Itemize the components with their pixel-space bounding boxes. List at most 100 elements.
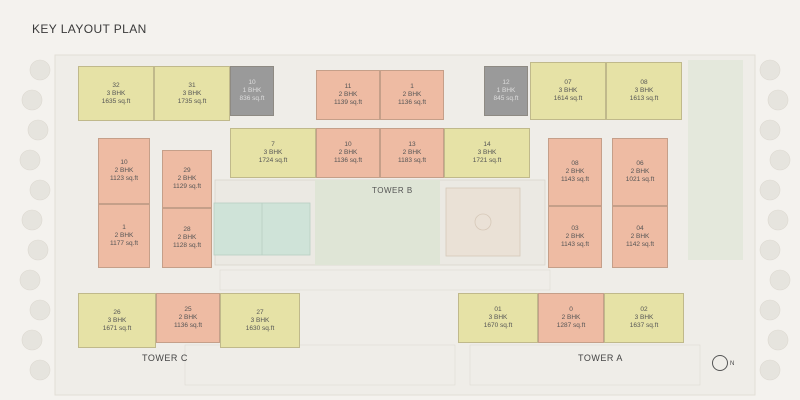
unit-type: 2 BHK xyxy=(114,232,134,239)
unit-type: 2 BHK xyxy=(630,233,650,240)
unit-area: 1136 sq.ft xyxy=(173,322,203,329)
unit-id: 04 xyxy=(636,225,644,232)
unit-area: 1637 sq.ft xyxy=(629,322,659,329)
unit-id: 32 xyxy=(112,81,120,89)
central-garden xyxy=(315,180,440,265)
compass-north-label: N xyxy=(730,361,735,367)
plan-title: KEY LAYOUT PLAN xyxy=(32,22,147,36)
unit-id: 31 xyxy=(188,81,196,89)
unit-area: 1183 sq.ft xyxy=(397,157,427,164)
unit-type: 2 BHK xyxy=(630,168,650,175)
unit-id: 10 xyxy=(344,141,352,148)
unit-id: 02 xyxy=(640,306,648,313)
unit-type: 3 BHK xyxy=(263,149,283,156)
unit-type: 3 BHK xyxy=(182,89,202,97)
unit-id: 7 xyxy=(271,141,275,148)
unit-id: 14 xyxy=(483,141,491,148)
unit-area: 1177 sq.ft xyxy=(109,240,139,247)
unit-area: 1136 sq.ft xyxy=(333,157,363,164)
unit-id: 03 xyxy=(571,225,579,232)
unit-id: 10 xyxy=(248,79,256,86)
unit-id: 11 xyxy=(344,83,352,90)
unit-type: 3 BHK xyxy=(106,89,126,97)
unit-id: 13 xyxy=(408,141,416,148)
unit-id: 08 xyxy=(571,160,579,167)
unit-area: 1136 sq.ft xyxy=(397,99,427,106)
unit-type: 2 BHK xyxy=(178,314,198,321)
landscape-strip xyxy=(688,60,743,260)
unit-type: 2 BHK xyxy=(561,314,581,321)
tower-b-label: TOWER B xyxy=(372,186,413,195)
tower-a-label: TOWER A xyxy=(578,353,623,363)
unit-type: 1 BHK xyxy=(242,87,262,94)
unit-area: 1613 sq.ft xyxy=(629,95,659,102)
unit-id: 08 xyxy=(640,79,648,86)
unit-type: 2 BHK xyxy=(338,149,358,156)
tower-c-label: TOWER C xyxy=(142,353,188,363)
unit-type: 3 BHK xyxy=(250,316,270,324)
parking-rows xyxy=(184,269,701,386)
unit-id: 12 xyxy=(502,79,510,86)
unit-id: 29 xyxy=(183,167,191,174)
unit-area: 1735 sq.ft xyxy=(177,97,207,105)
unit-type: 3 BHK xyxy=(634,314,654,321)
unit-type: 3 BHK xyxy=(477,149,497,156)
unit-id: 28 xyxy=(183,226,191,233)
unit-id: 25 xyxy=(184,306,192,313)
unit-id: 26 xyxy=(113,308,121,316)
unit-type: 2 BHK xyxy=(177,175,197,182)
tree-markers xyxy=(19,59,791,381)
unit-id: 10 xyxy=(120,159,128,166)
unit-type: 3 BHK xyxy=(634,87,654,94)
unit-area: 1724 sq.ft xyxy=(258,157,288,164)
unit-type: 2 BHK xyxy=(114,167,134,174)
unit-area: 836 sq.ft xyxy=(239,95,265,102)
unit-id: 01 xyxy=(494,306,502,313)
unit-type: 2 BHK xyxy=(565,233,585,240)
unit-area: 1635 sq.ft xyxy=(101,97,131,105)
unit-area: 845 sq.ft xyxy=(493,95,519,102)
unit-type: 2 BHK xyxy=(402,91,422,98)
unit-type: 3 BHK xyxy=(488,314,508,321)
unit-type: 1 BHK xyxy=(496,87,516,94)
unit-area: 1614 sq.ft xyxy=(553,95,583,102)
unit-area: 1021 sq.ft xyxy=(625,176,655,183)
unit-area: 1123 sq.ft xyxy=(109,175,139,182)
unit-area: 1143 sq.ft xyxy=(560,176,590,183)
unit-type: 2 BHK xyxy=(402,149,422,156)
unit-area: 1287 sq.ft xyxy=(556,322,586,329)
unit-area: 1128 sq.ft xyxy=(172,242,202,249)
unit-type: 2 BHK xyxy=(565,168,585,175)
unit-area: 1670 sq.ft xyxy=(483,322,513,329)
basketball-center xyxy=(474,213,492,231)
unit-area: 1630 sq.ft xyxy=(245,324,275,332)
compass-icon xyxy=(712,355,728,371)
unit-area: 1671 sq.ft xyxy=(102,324,132,332)
